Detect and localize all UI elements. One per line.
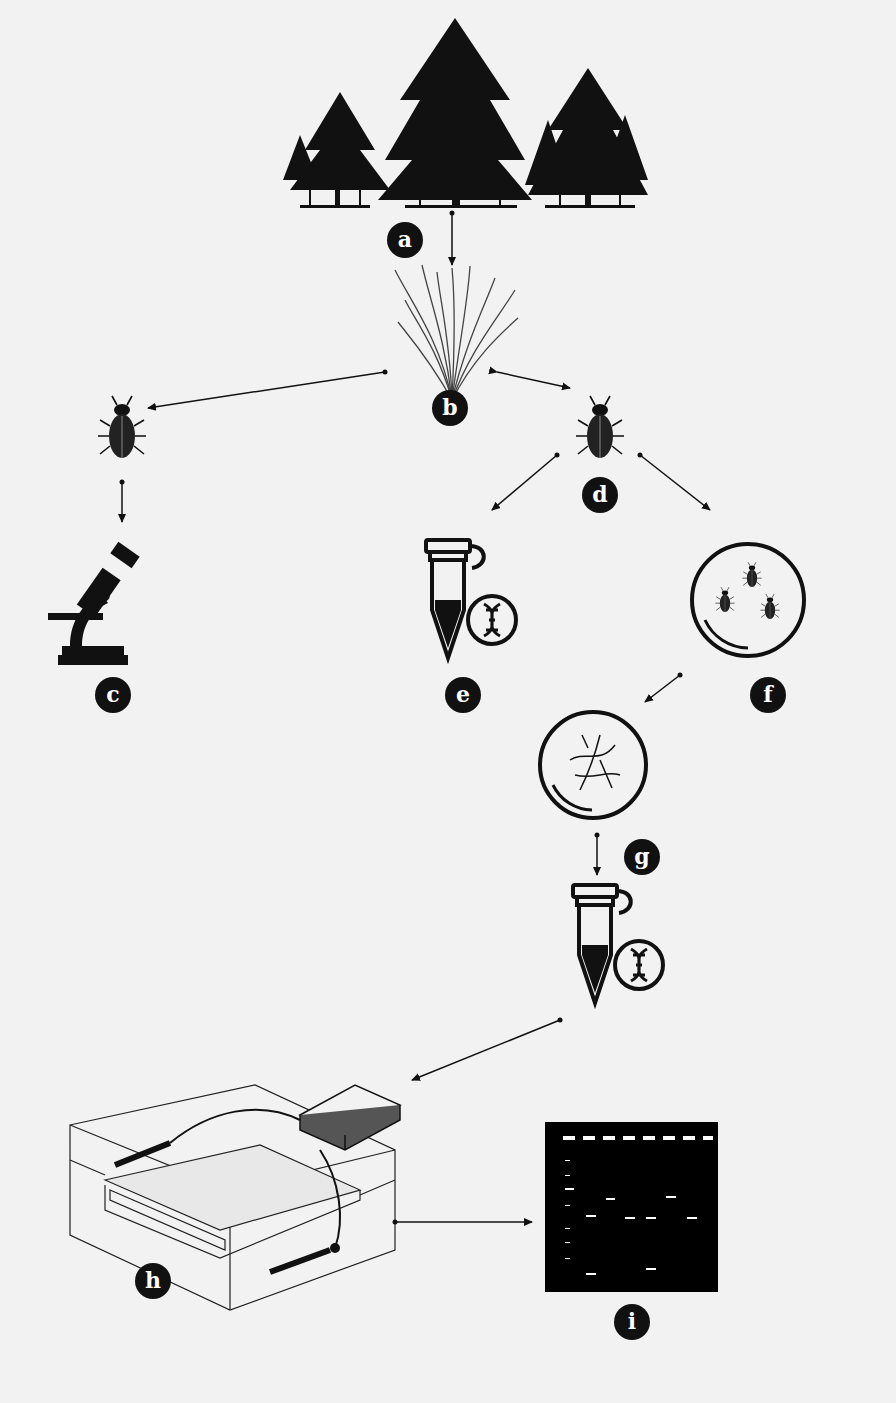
callout-circle: e xyxy=(445,677,481,713)
callout-circle: i xyxy=(614,1304,650,1340)
callout-letter: f xyxy=(763,683,772,705)
callout-letter: b xyxy=(442,396,457,418)
callout-circle: g xyxy=(624,839,660,875)
callout-letter: i xyxy=(628,1310,636,1332)
callout-letter: h xyxy=(145,1269,161,1291)
callout-circle: a xyxy=(387,222,423,258)
callout-letter: a xyxy=(398,228,412,250)
callout-letter: c xyxy=(106,683,119,705)
callout-letter: e xyxy=(456,683,470,705)
callout-circle: f xyxy=(750,677,786,713)
callout-letter: g xyxy=(634,845,649,867)
callout-circle: b xyxy=(432,390,468,426)
callout-circle: d xyxy=(582,477,618,513)
callout-circle: h xyxy=(135,1263,171,1299)
callout-letter: d xyxy=(592,483,607,505)
callout-circle: c xyxy=(95,677,131,713)
